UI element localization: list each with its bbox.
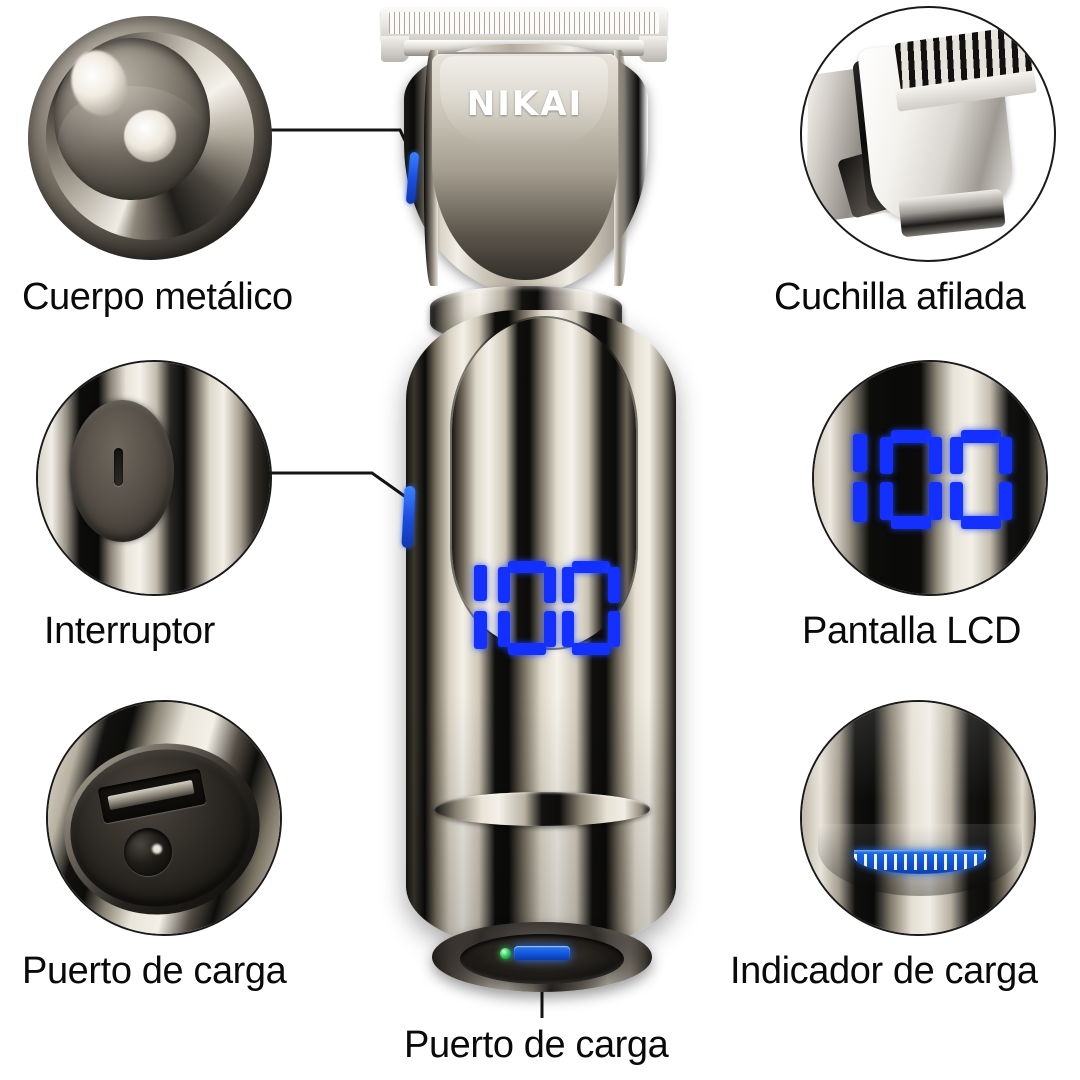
power-led-indicator — [500, 948, 511, 959]
feature-label-charge-port: Puerto de carga — [22, 950, 287, 992]
charging-led-indicator — [514, 946, 570, 960]
charge-indicator-metal-background — [802, 702, 1034, 934]
lcd-digit-3 — [562, 561, 620, 655]
lcd-display-main — [470, 552, 620, 662]
lcd-inset-digit-1 — [848, 430, 872, 526]
dc-jack-highlight — [152, 844, 162, 854]
feature-inset-lcd-screen[interactable] — [812, 360, 1048, 596]
feature-inset-sharp-blade[interactable] — [800, 6, 1056, 262]
feature-label-sharp-blade: Cuchilla afilada — [774, 276, 1026, 318]
trimmer-head-plate — [432, 52, 618, 280]
lcd-display-icon — [814, 362, 1046, 594]
lcd-digit-2 — [498, 561, 556, 655]
trimmer-lower-bead — [434, 792, 650, 826]
metal-body-highlight-lower — [124, 110, 176, 162]
feature-label-lcd-screen: Pantalla LCD — [802, 610, 1022, 652]
feature-label-charge-port-bottom: Puerto de carga — [404, 1024, 669, 1066]
blade-icon — [802, 8, 1054, 260]
lcd-inset-digit-2 — [880, 430, 942, 529]
metal-body-icon — [28, 16, 272, 260]
charge-indicator-body — [810, 702, 1030, 846]
seven-segment-display-main — [470, 561, 620, 655]
lcd-inset-digit-3 — [950, 430, 1012, 529]
feature-label-metal-body: Cuerpo metálico — [22, 276, 293, 318]
lcd-digit-1 — [470, 561, 492, 653]
feature-label-switch: Interruptor — [44, 610, 215, 652]
feature-inset-charge-port[interactable] — [46, 700, 282, 936]
feature-inset-charge-indicator[interactable] — [800, 700, 1036, 936]
lcd-metal-background — [814, 362, 1046, 594]
trimmer-head-gloss — [440, 56, 608, 148]
feature-label-charge-indicator: Indicador de carga — [730, 950, 1038, 992]
feature-inset-metal-body[interactable] — [22, 10, 278, 266]
power-switch-slot — [114, 448, 123, 486]
blade-comb-teeth-icon — [389, 12, 659, 34]
charge-indicator-segments — [854, 854, 986, 870]
seven-segment-display-inset — [848, 430, 1012, 529]
feature-inset-switch[interactable] — [36, 360, 272, 596]
brand-logo: NIKAI — [466, 84, 584, 124]
